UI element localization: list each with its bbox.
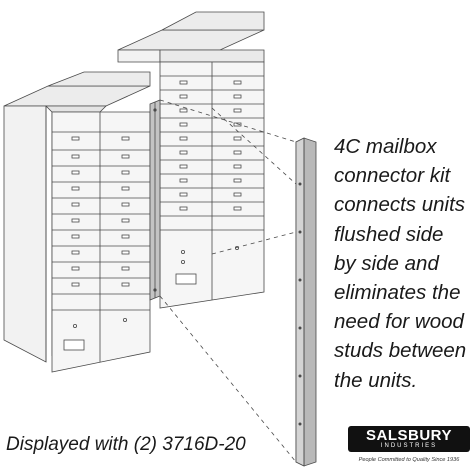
- description-line: studs between: [334, 339, 467, 363]
- caption: Displayed with (2) 3716D-20: [6, 434, 246, 455]
- description-line: need for wood: [334, 310, 464, 334]
- description-line: connector kit: [334, 164, 451, 188]
- description-line: flushed side: [334, 222, 444, 246]
- right-panel: [159, 61, 265, 309]
- salsbury-logo: SALSBURY INDUSTRIES People Committed to …: [348, 426, 470, 470]
- installed-connector: [149, 99, 161, 301]
- description-line: connects units: [334, 193, 466, 217]
- description-line: eliminates the: [334, 281, 461, 305]
- back-unit-right: [117, 11, 265, 63]
- logo-badge: [348, 426, 470, 452]
- description-line: 4C mailbox: [334, 135, 437, 158]
- left-panel: [51, 111, 151, 373]
- logo-subtitle: INDUSTRIES: [380, 443, 438, 449]
- alignment-guides: [159, 99, 297, 463]
- back-unit-left: [3, 71, 151, 363]
- description-text: 4C mailbox connector kit connects units …: [334, 132, 474, 395]
- logo-tagline: People Committed to Quality Since 1936: [358, 457, 460, 463]
- description-line: by side and: [334, 251, 439, 275]
- connector-strip: [295, 137, 317, 467]
- logo-name: SALSBURY: [366, 427, 452, 444]
- description-line: the units.: [334, 368, 418, 392]
